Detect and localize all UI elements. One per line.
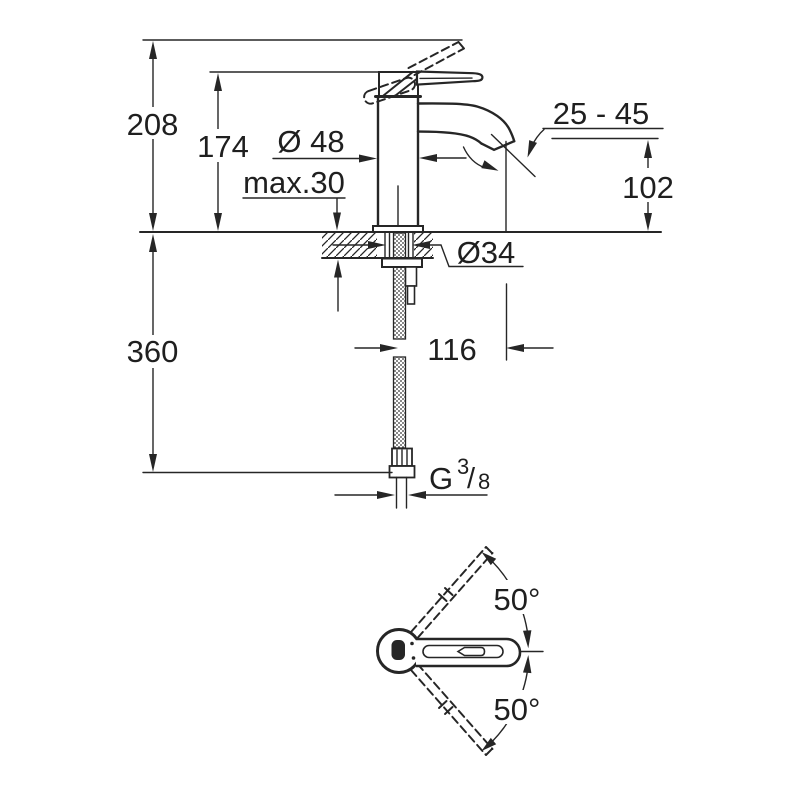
mounting-fitting-lower	[406, 285, 416, 305]
dim-label-hose-length: 360	[127, 334, 179, 369]
swivel-range-lower: 50°	[410, 655, 548, 756]
hose-collar-ribs	[396, 449, 408, 466]
outlet-reference-diagonal	[490, 133, 536, 178]
dim-label-body-diameter: Ø 48	[277, 124, 344, 159]
handle-top-view	[376, 628, 544, 674]
front-view: 208 174 Ø 48 max.30 2	[124, 39, 680, 509]
braided-hose-upper	[392, 232, 407, 340]
detail-dot-lower	[411, 656, 416, 660]
handle-pivot-mark	[391, 640, 405, 660]
lever-raised-position-dashed	[407, 41, 465, 76]
dim-max-deck-thickness: max.30	[242, 165, 346, 312]
mounting-hardware	[381, 232, 423, 509]
dim-label-body-height: 174	[197, 129, 249, 164]
dim-label-thread-slash: /	[467, 463, 476, 495]
dim-hose-length: 360	[124, 234, 393, 474]
base-flange	[372, 225, 424, 233]
dim-label-thread-denominator: 8	[478, 469, 490, 494]
handle-position-lower-dashed	[410, 663, 494, 756]
dim-label-hole-diameter: Ø34	[457, 235, 516, 270]
handle-slot	[456, 646, 486, 657]
connection-pipe	[395, 476, 408, 509]
handle-position-upper-dashed	[410, 546, 494, 639]
dim-hole-diameter: Ø34	[332, 235, 524, 270]
dim-label-max-thickness: max.30	[243, 165, 345, 200]
braided-hose-lower	[392, 356, 407, 449]
dim-label-spout-reach: 116	[427, 332, 476, 367]
shank-tube-edges	[384, 232, 414, 259]
dim-label-swivel-upper: 50°	[494, 582, 541, 617]
dim-overall-height: 208	[124, 39, 463, 231]
dim-label-thread-numerator: 3	[457, 454, 469, 479]
dim-label-overall-height: 208	[127, 107, 179, 142]
dim-thread: G 3 / 8	[334, 454, 490, 499]
dim-label-spout-range: 25 - 45	[553, 96, 650, 131]
dim-body-height: 174	[193, 71, 379, 231]
dim-outlet-height: 102	[616, 140, 680, 231]
faucet-body	[363, 41, 536, 233]
spout	[416, 102, 516, 152]
mounting-washer	[381, 257, 423, 268]
dim-spout-reach: 116	[354, 283, 554, 367]
swivel-range-upper: 50°	[410, 546, 548, 649]
dim-body-diameter: Ø 48	[272, 124, 467, 163]
top-view: 50° 50°	[376, 546, 548, 756]
dim-label-swivel-lower: 50°	[494, 692, 541, 727]
lever-lowered-position-dashed	[363, 76, 416, 105]
dim-spout-height-range: 25 - 45	[527, 96, 664, 158]
dim-label-thread-g: G	[429, 461, 453, 496]
dim-label-outlet-height: 102	[622, 170, 674, 205]
connector-nut	[388, 465, 416, 479]
shank-inner-lines	[388, 232, 410, 259]
mounting-fitting-upper	[404, 266, 418, 287]
water-flow-arrow	[462, 146, 499, 171]
detail-dot-upper	[410, 641, 414, 646]
handle-inner-outline	[422, 644, 504, 659]
